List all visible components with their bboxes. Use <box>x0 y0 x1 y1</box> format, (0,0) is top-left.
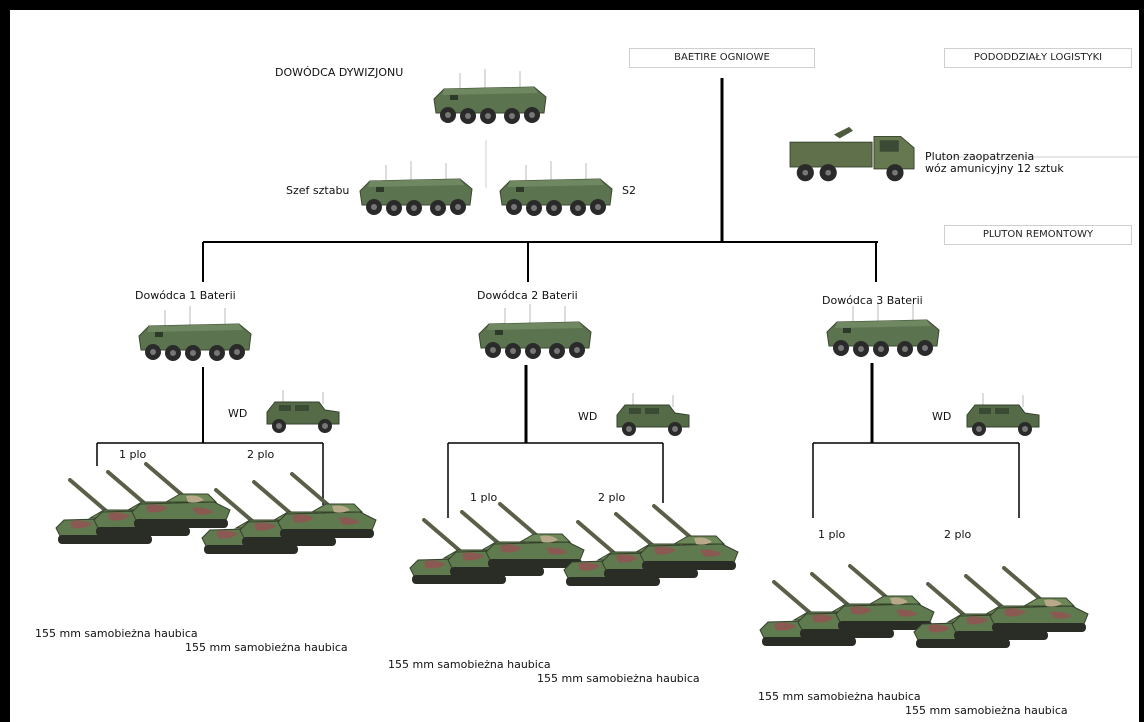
battery1-plo1-label: 1 plo <box>119 448 147 461</box>
battery1-howitzer-caption-2: 155 mm samobieżna haubica <box>185 641 348 654</box>
chief-of-staff-label: Szef sztabu <box>286 184 350 197</box>
supply-platoon-label: Pluton zaopatrzenia <box>925 150 1035 163</box>
battery1-plo2-label: 2 plo <box>247 448 275 461</box>
battery1-wd-label: WD <box>228 407 248 420</box>
battery3-commander-label: Dowódca 3 Baterii <box>822 294 923 307</box>
battery2-plo1-label: 1 plo <box>470 491 498 504</box>
battery3-howitzer-caption-1: 155 mm samobieżna haubica <box>758 690 921 703</box>
commander-apc-icon <box>433 68 547 125</box>
battery1-wd-jeep-icon <box>266 390 340 434</box>
light-connector-lines <box>485 140 1139 188</box>
battery2-wd-label: WD <box>578 410 598 423</box>
commander-label: DOWÓDCA DYWIZJONU <box>275 66 404 79</box>
howitzers-battery-3 <box>758 564 1090 650</box>
battery3-plo2-label: 2 plo <box>944 528 972 541</box>
battery3-howitzer-caption-2: 155 mm samobieżna haubica <box>905 704 1068 717</box>
battery3-wd-jeep-icon <box>966 393 1040 437</box>
howitzers-battery-1 <box>54 462 378 556</box>
battery1-howitzer-caption-1: 155 mm samobieżna haubica <box>35 627 198 640</box>
battery2-howitzer-caption-1: 155 mm samobieżna haubica <box>388 658 551 671</box>
firing-batteries-header: BAETIRE OGNIOWE <box>629 48 815 68</box>
battery2-plo2-label: 2 plo <box>598 491 626 504</box>
org-chart-canvas: BAETIRE OGNIOWE PODODDZIAŁY LOGISTYKI PL… <box>10 10 1139 722</box>
logistics-header: PODODDZIAŁY LOGISTYKI <box>944 48 1132 68</box>
battery2-commander-label: Dowódca 2 Baterii <box>477 289 578 302</box>
battery3-wd-label: WD <box>932 410 952 423</box>
repair-platoon-header: PLUTON REMONTOWY <box>944 225 1132 245</box>
ammunition-truck-icon <box>789 126 915 182</box>
battery3-commander-apc-icon <box>826 301 940 358</box>
howitzers-battery-2 <box>408 502 740 588</box>
battery3-plo1-label: 1 plo <box>818 528 846 541</box>
org-chart-svg <box>54 68 1139 650</box>
battery1-commander-apc-icon <box>138 305 252 362</box>
s2-apc-icon <box>499 160 613 217</box>
battery2-wd-jeep-icon <box>616 393 690 437</box>
battery2-commander-apc-icon <box>478 303 592 360</box>
battery2-howitzer-caption-2: 155 mm samobieżna haubica <box>537 672 700 685</box>
ammunition-truck-label: wóz amunicyjny 12 sztuk <box>925 162 1064 175</box>
command-vehicles <box>359 68 915 217</box>
battery1-commander-label: Dowódca 1 Baterii <box>135 289 236 302</box>
connector-lines <box>96 78 1020 518</box>
chief-of-staff-apc-icon <box>359 160 473 217</box>
s2-label: S2 <box>622 184 636 197</box>
